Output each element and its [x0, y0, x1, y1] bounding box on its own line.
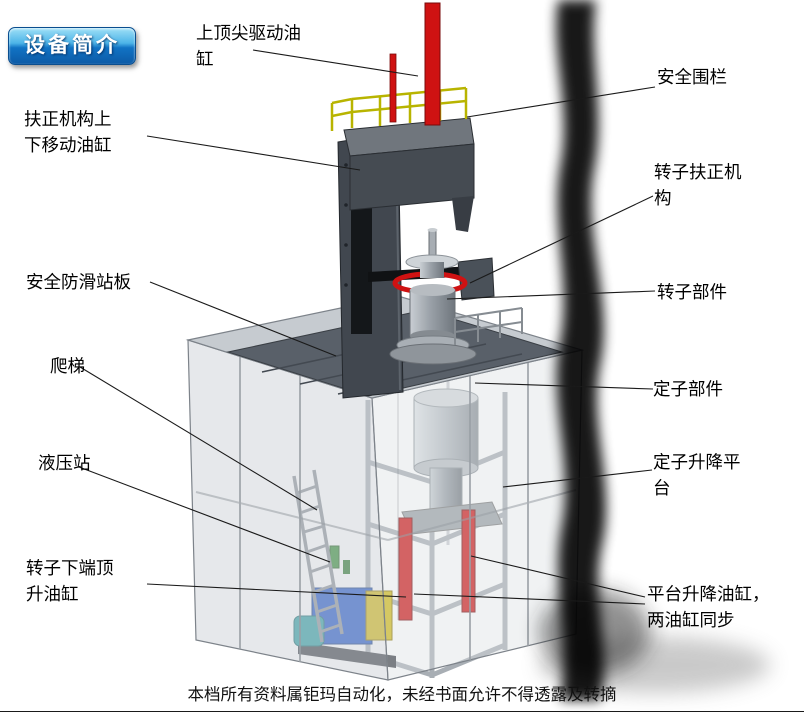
- footer-divider: [0, 711, 804, 712]
- label-rotor-bottom-jack-cylinder: 转子下端顶升油缸: [26, 558, 114, 605]
- top-drive-cylinder-shapes: [389, 2, 441, 126]
- label-ladder: 爬梯: [50, 356, 85, 376]
- lift-cylinder-left: [398, 517, 413, 621]
- top-rod-thick: [424, 2, 441, 126]
- label-safety-fence: 安全围栏: [657, 67, 727, 87]
- top-rod-thin: [389, 53, 397, 123]
- safety-fence-shape: [330, 86, 468, 131]
- rotor-assembly: [368, 228, 495, 365]
- label-hydraulic-station: 液压站: [38, 453, 91, 473]
- deck-railing: [454, 307, 523, 345]
- confidentiality-notice: 本档所有资料属钜玛自动化，未经书面允许不得透露及转摘: [187, 685, 617, 704]
- label-platform-lift-cylinders: 平台升降油缸，两油缸同步: [647, 584, 770, 631]
- label-anti-slip-platform: 安全防滑站板: [26, 272, 131, 292]
- label-top-drive-cylinder: 上顶尖驱动油缸: [196, 23, 301, 70]
- enclosure-cube: [185, 295, 585, 681]
- lift-cylinder-right: [461, 509, 476, 613]
- label-centering-lift-cylinder: 扶正机构上下移动油缸: [24, 109, 112, 156]
- press-head: [343, 117, 475, 232]
- stator-assembly: [401, 388, 503, 535]
- label-stator-component: 定子部件: [653, 379, 723, 399]
- leader-lines: [78, 49, 656, 605]
- platform-lift-cylinder-shapes: [398, 509, 476, 621]
- label-rotor-centering-mechanism: 转子扶正机构: [654, 162, 742, 209]
- label-rotor-component: 转子部件: [657, 282, 727, 302]
- title-badge[interactable]: 设备简介: [8, 27, 136, 65]
- shadow-smudge: [556, 0, 607, 700]
- label-stator-lift-platform: 定子升降平台: [653, 452, 741, 499]
